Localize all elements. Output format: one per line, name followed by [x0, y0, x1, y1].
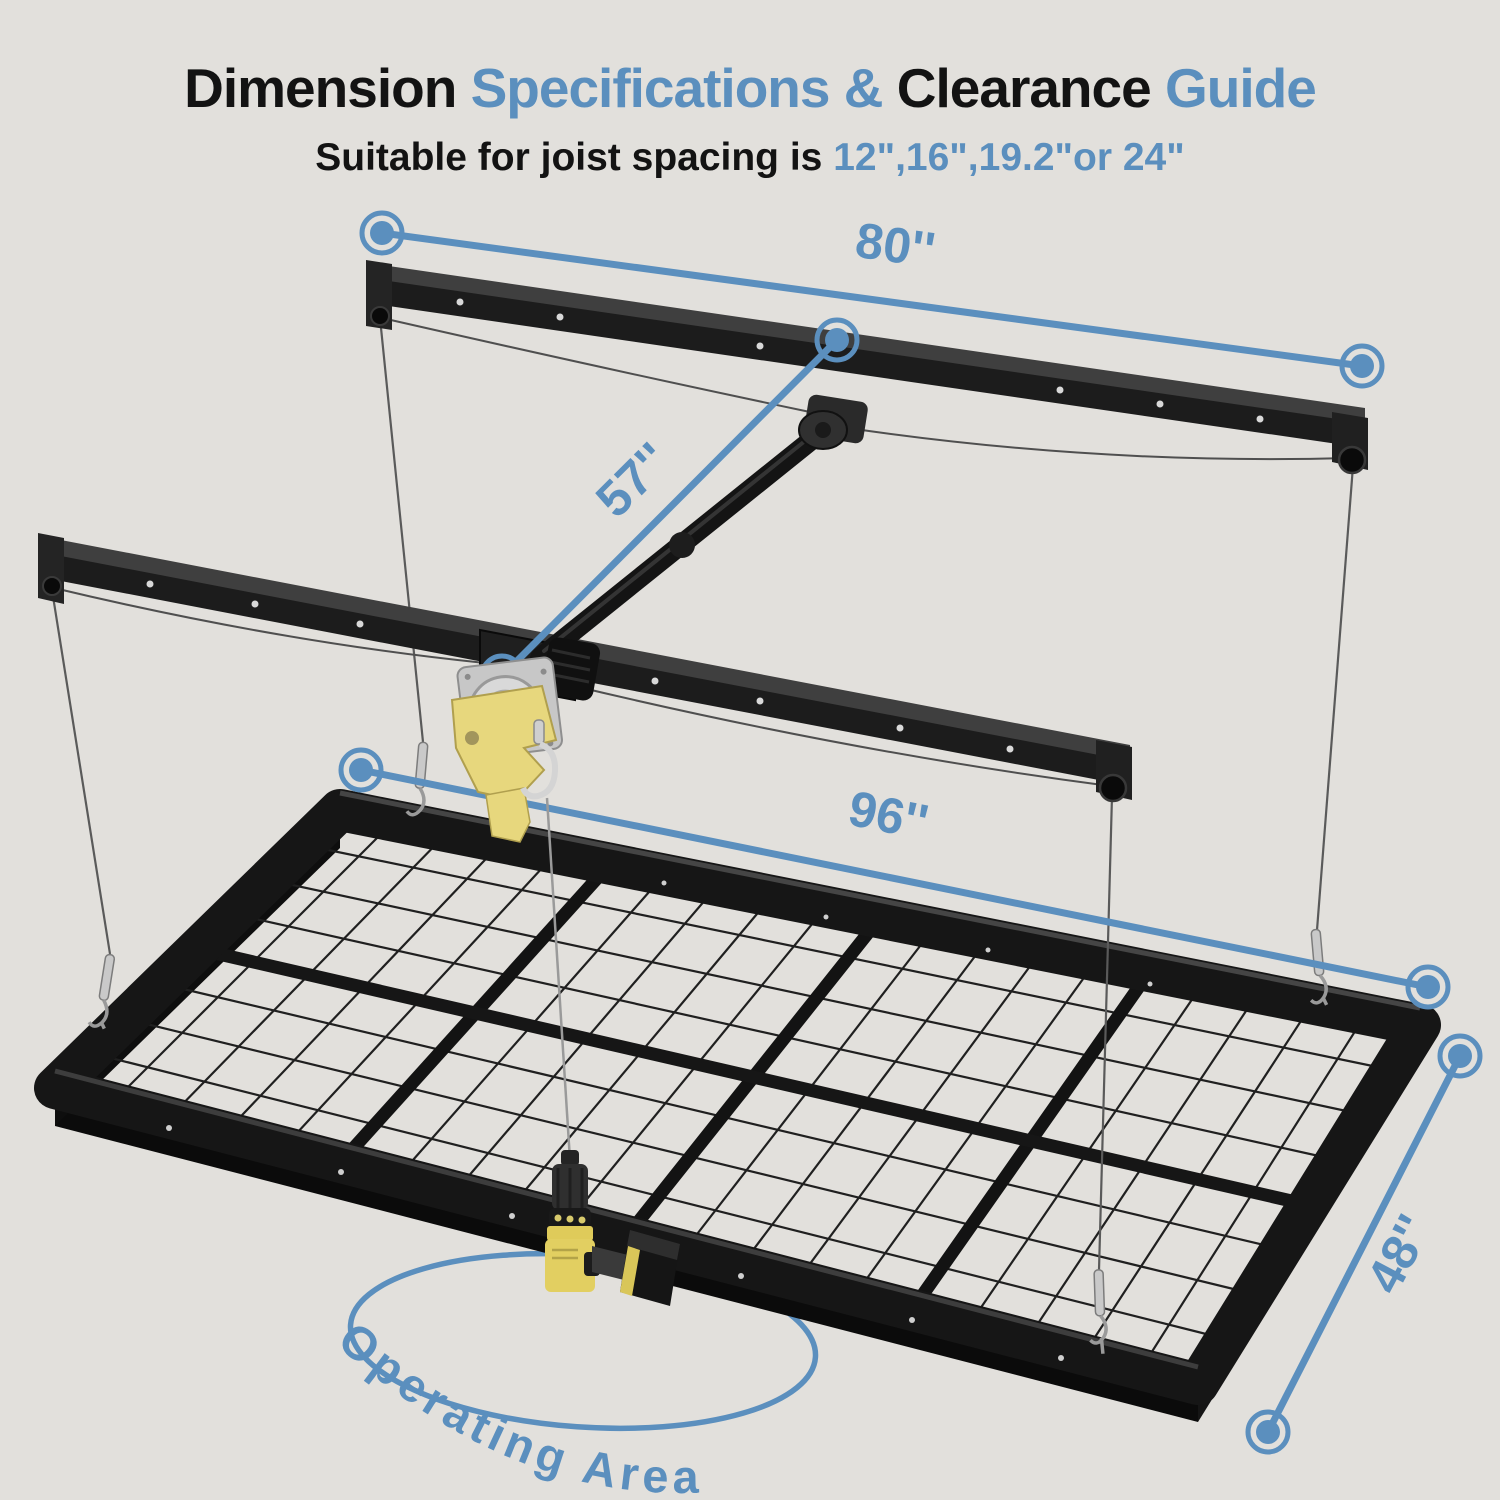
power-drill [545, 1150, 680, 1306]
pulley-icon [370, 306, 390, 326]
dim-endpoint-icon [1256, 1420, 1280, 1444]
drill-vents [552, 1248, 578, 1260]
joist-mount-holes [146, 580, 1014, 753]
dim-endpoint-icon [825, 328, 849, 352]
dim-endpoint-icon [338, 747, 384, 793]
suspension-cables [50, 317, 1355, 1271]
dim-endpoint-icon [1350, 354, 1374, 378]
turnbuckle-icon [405, 741, 429, 817]
title-part-blue: Specifications & [470, 57, 884, 119]
joint-shaft-icon [815, 422, 831, 438]
dim-line [1264, 1054, 1464, 1434]
dim-endpoint-icon [1245, 1409, 1291, 1455]
lift-cable-run [53, 587, 486, 664]
cable-lower-right [1097, 795, 1114, 1271]
winch-mount-bracket [450, 684, 558, 802]
dim-endpoint-icon [1437, 1033, 1483, 1079]
dim-label-80: 80'' [852, 212, 938, 279]
dim-endpoint-icon [1416, 975, 1440, 999]
dim-endpoint-icon [1339, 343, 1385, 389]
dim-endpoint-icon [359, 210, 405, 256]
pulley-icon [1098, 773, 1128, 803]
joist-mount-holes [456, 298, 1264, 423]
upper-ceiling-rail [366, 260, 1368, 668]
motor-fins [548, 648, 591, 684]
subtitle-part-dark: Suitable for joist spacing is [315, 136, 823, 179]
title-part-blue: Guide [1165, 57, 1317, 119]
dimension-top-rail: 80'' [359, 210, 1385, 389]
winch-motor [541, 637, 601, 701]
frame-bolt-dots [166, 880, 1153, 1361]
wire-mesh [90, 820, 1393, 1370]
bracket-hole-icon [465, 731, 479, 745]
platform-center-support [195, 942, 1311, 1212]
pulley-icon [1337, 445, 1367, 475]
drill-collar [547, 1226, 593, 1241]
pulley-icon [42, 576, 62, 596]
platform-frame [34, 789, 1441, 1405]
dim-line [360, 766, 1429, 991]
drill-bit-collar [561, 1150, 579, 1166]
battery-top-highlight [627, 1230, 680, 1260]
dim-line [381, 229, 1363, 370]
dim-endpoint-icon [1448, 1044, 1472, 1068]
lift-cable-run [381, 317, 811, 413]
battery-yellow-strip [620, 1246, 640, 1296]
lift-cable-run [569, 684, 1111, 787]
title-part-dark: Dimension [184, 57, 457, 119]
turnbuckle-icon [1089, 1269, 1108, 1354]
turnbuckle-icon [87, 953, 116, 1030]
shaft-coupler-icon [669, 532, 695, 558]
hook-link [533, 719, 545, 745]
dim-line [499, 337, 840, 679]
title-part-dark: Clearance [896, 57, 1152, 119]
dim-endpoint-icon [370, 221, 394, 245]
cable-lower-left [50, 589, 112, 955]
dim-endpoint-icon [814, 317, 860, 363]
hook-icon [520, 741, 559, 800]
winch-drop-cable [545, 797, 572, 1161]
cable-upper-left [378, 317, 425, 743]
page-subtitle: Suitable for joist spacing is 12",16",19… [0, 136, 1500, 180]
page-title: Dimension Specifications & Clearance Gui… [0, 56, 1500, 120]
drill-body [545, 1239, 595, 1292]
upper-rail-top [368, 263, 1365, 423]
dim-endpoint-icon [1405, 964, 1451, 1010]
upper-rail-front [368, 276, 1365, 448]
subtitle-part-blue: 12",16",19.2"or 24" [833, 136, 1185, 179]
bracket-tab [485, 787, 531, 843]
chuck-ridges [556, 1168, 584, 1210]
dim-endpoint-icon [349, 758, 373, 782]
lift-cable-run [847, 427, 1351, 461]
cable-upper-right [1315, 465, 1355, 931]
frame-front-highlight [54, 1068, 1199, 1370]
lift-winch [450, 637, 601, 843]
